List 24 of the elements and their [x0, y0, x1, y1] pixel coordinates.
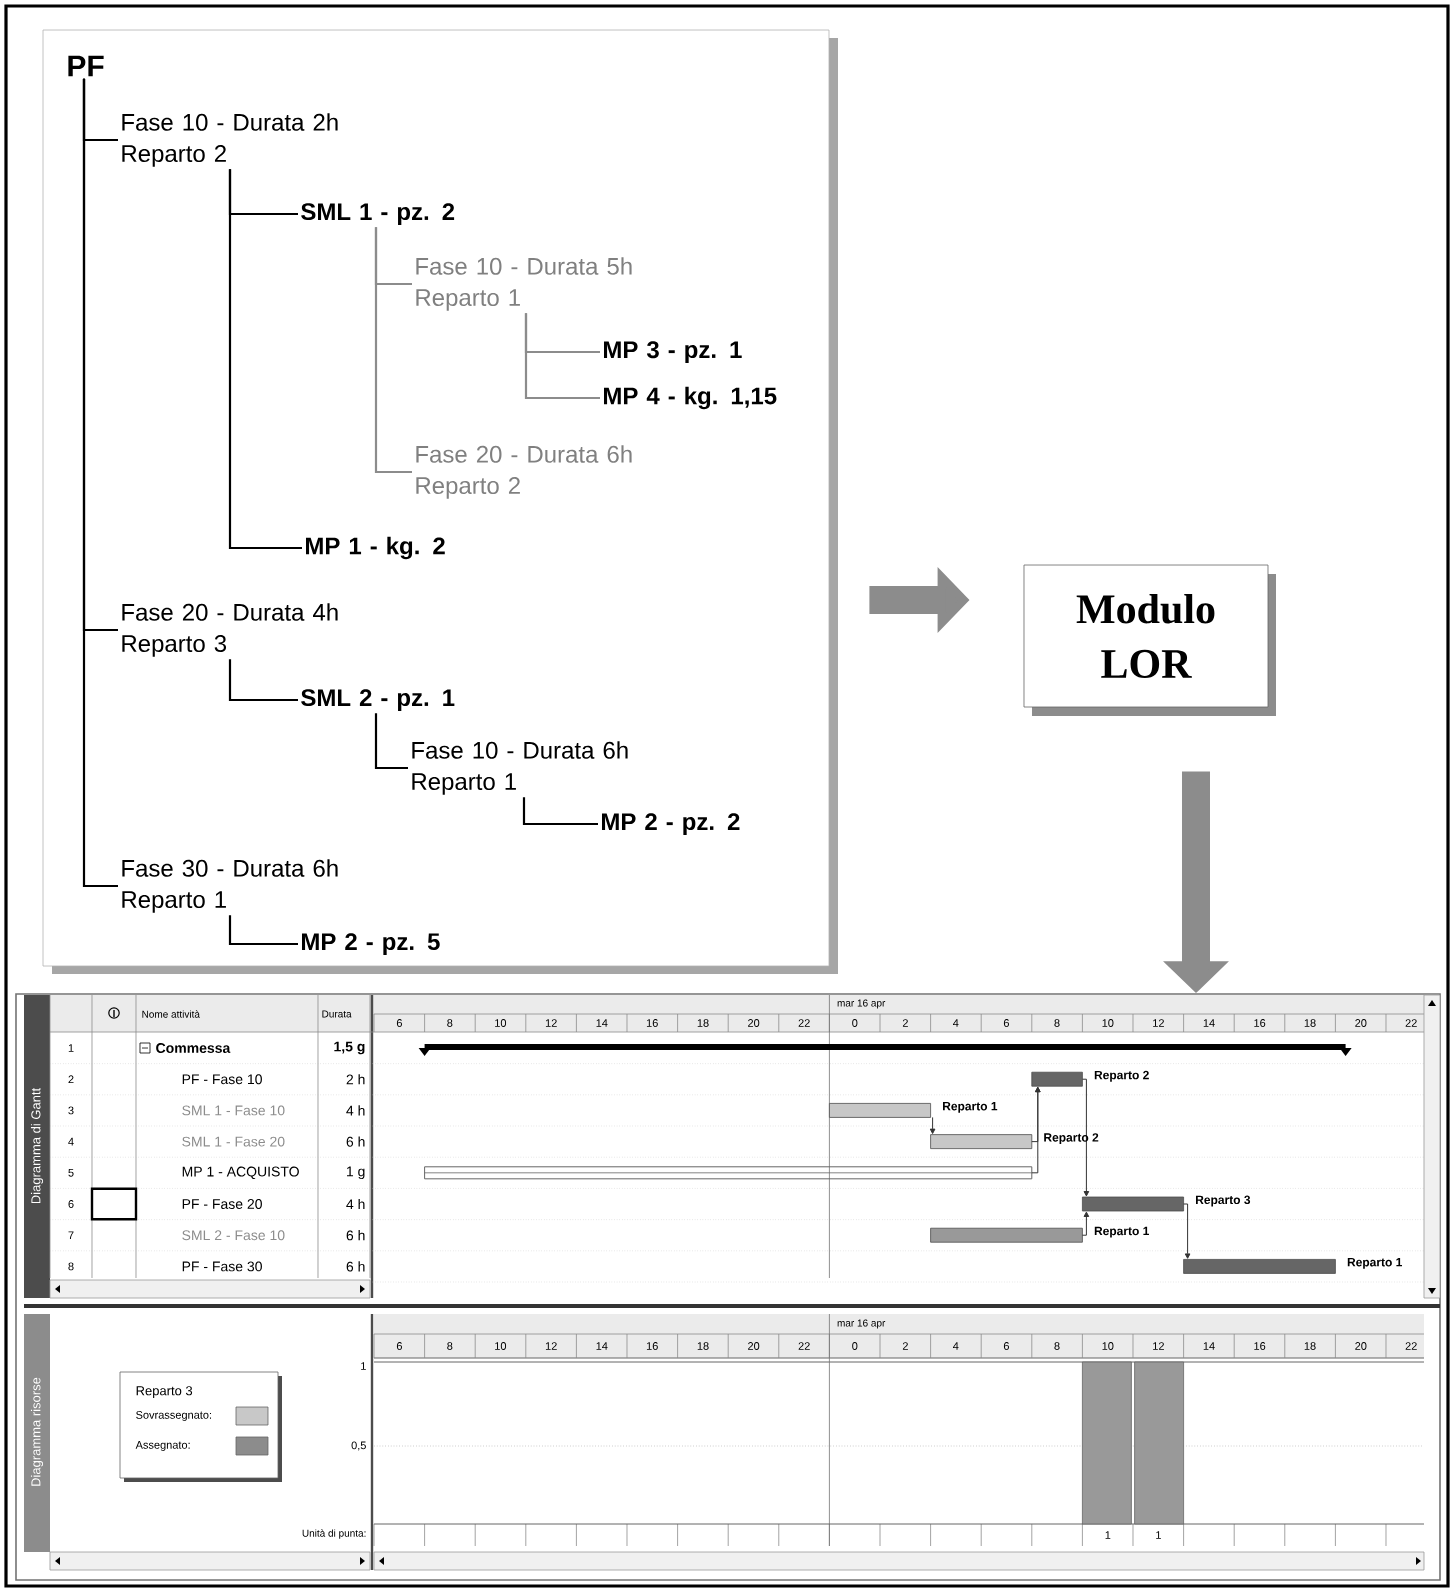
tree-item: SML 1 - pz. 2 [301, 203, 455, 225]
tree-item: SML 2 - pz. 1 [301, 689, 455, 711]
tree-item: Fase 10 - Durata 2h Reparto 2 [122, 113, 338, 167]
tree-item: MP 2 - pz. 5 [302, 933, 440, 955]
tree-line [228, 169, 302, 550]
module-box: Modulo LOR [1023, 564, 1276, 716]
tree-item: PF [68, 55, 104, 77]
tree-line [374, 227, 412, 474]
tree-item: Fase 10 - Durata 6h Reparto 1 [412, 741, 628, 795]
tree-item: MP 4 - kg. 1,15 [604, 386, 777, 410]
tree-line [522, 797, 598, 826]
tree-item: Fase 20 - Durata 6h Reparto 2 [416, 445, 632, 499]
tree-item: MP 3 - pz. 1 [604, 341, 742, 363]
tree-line [228, 659, 298, 702]
tree-item: MP 2 - pz. 2 [602, 813, 740, 835]
tree-line [82, 78, 118, 888]
tree-item: MP 1 - kg. 2 [306, 536, 445, 560]
tree-line [374, 713, 408, 770]
tree-item: Fase 20 - Durata 4h Reparto 3 [122, 603, 338, 657]
tree-line [524, 313, 600, 400]
tree-panel [42, 29, 838, 974]
tree-line [228, 915, 298, 946]
tree-item: Fase 10 - Durata 5h Reparto 1 [416, 257, 632, 311]
tree-item: Fase 30 - Durata 6h Reparto 1 [122, 859, 338, 913]
